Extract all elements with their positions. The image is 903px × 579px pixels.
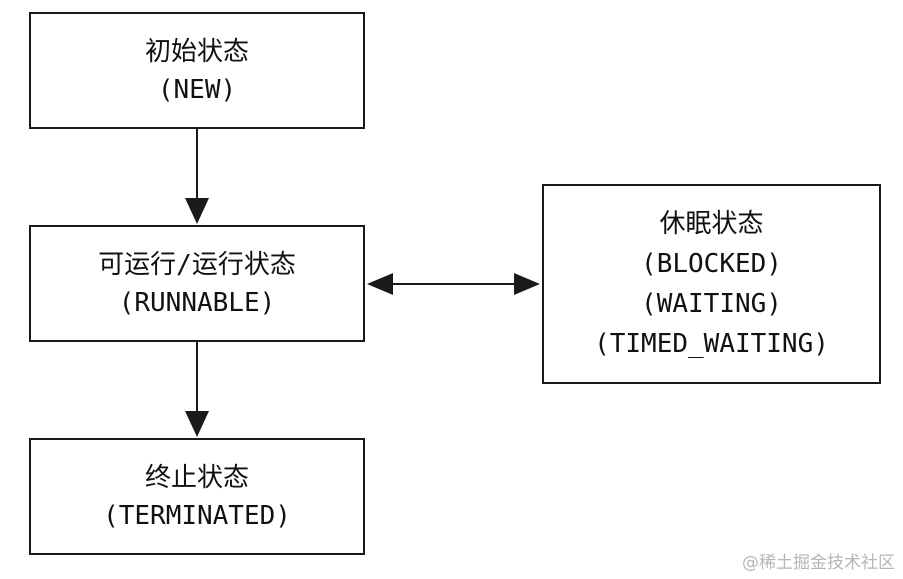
state-terminated-name: 终止状态	[144, 462, 249, 493]
state-runnable-code: (RUNNABLE)	[118, 287, 276, 318]
state-terminated-code: (TERMINATED)	[103, 500, 291, 531]
arrow-new-to-runnable	[185, 129, 209, 224]
arrow-runnable-to-terminated	[185, 342, 209, 437]
state-terminated-box: 终止状态 (TERMINATED)	[29, 438, 365, 555]
watermark: @稀土掘金技术社区	[742, 553, 895, 573]
state-blocked-code-waiting: (WAITING)	[641, 289, 782, 319]
state-new-name: 初始状态	[144, 36, 249, 67]
state-blocked-box: 休眠状态 (BLOCKED) (WAITING) (TIMED_WAITING)	[542, 184, 881, 384]
state-new-code: (NEW)	[157, 74, 237, 105]
state-blocked-code-blocked: (BLOCKED)	[641, 249, 782, 279]
state-runnable-name: 可运行/运行状态	[98, 249, 296, 280]
state-blocked-name: 休眠状态	[659, 209, 764, 239]
state-runnable-box: 可运行/运行状态 (RUNNABLE)	[29, 225, 365, 342]
state-new-box: 初始状态 (NEW)	[29, 12, 365, 129]
arrow-runnable-blocked-bidirectional	[367, 273, 540, 295]
state-blocked-code-timed-waiting: (TIMED_WAITING)	[594, 329, 829, 359]
